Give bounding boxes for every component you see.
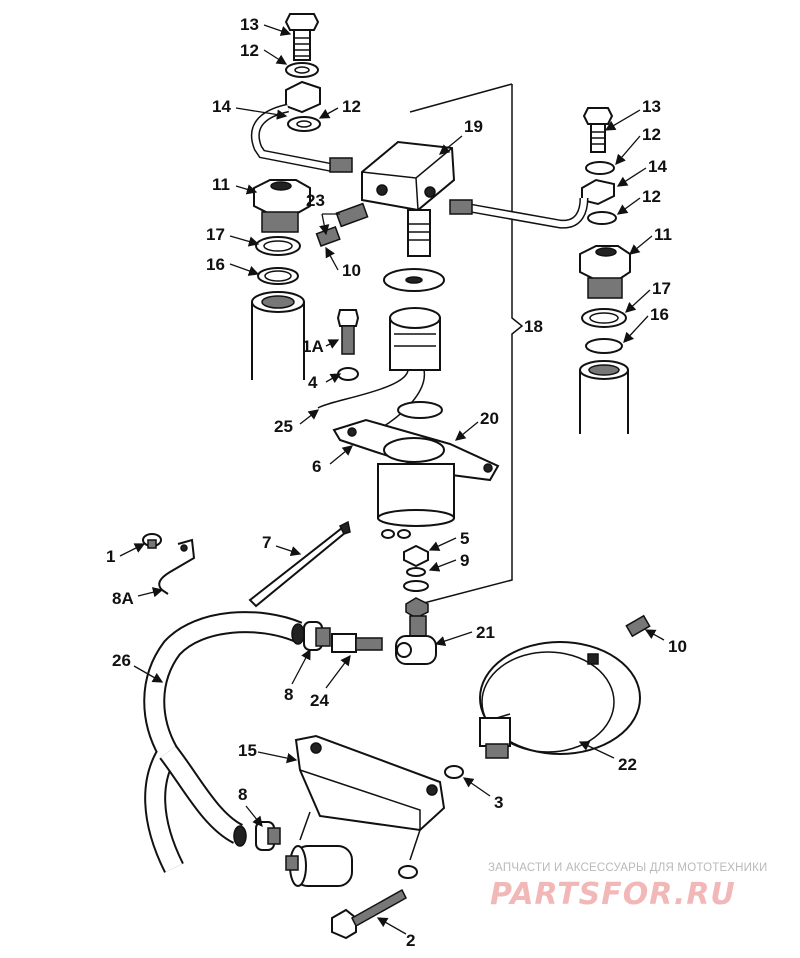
callout-1A: 1A — [302, 337, 324, 356]
pressure-switch — [317, 307, 441, 437]
washer-bottom — [398, 865, 418, 879]
callout-14: 14 — [212, 97, 231, 116]
washer-12-bottom-right — [587, 211, 617, 225]
bolt-13-right — [582, 107, 614, 153]
callout-12: 12 — [642, 125, 661, 144]
callout-16: 16 — [206, 255, 225, 274]
nipple-24 — [331, 633, 383, 653]
callout-12: 12 — [642, 187, 661, 206]
callout-1: 1 — [106, 547, 115, 566]
screw-1 — [142, 533, 162, 549]
master-cylinder — [285, 845, 353, 887]
callout-13: 13 — [642, 97, 661, 116]
callout-10: 10 — [668, 637, 687, 656]
callout-12: 12 — [240, 41, 259, 60]
callout-22: 22 — [618, 755, 637, 774]
leader-lines — [119, 24, 665, 935]
washer-3 — [444, 765, 464, 779]
fork-cap-11-left — [253, 179, 311, 233]
callout-17: 17 — [206, 225, 225, 244]
callout-16: 16 — [650, 305, 669, 324]
callout-23: 23 — [306, 191, 325, 210]
fork-tube-left — [251, 291, 305, 380]
banjo-line-14-left — [250, 80, 353, 173]
callout-4: 4 — [308, 373, 318, 392]
callout-11: 11 — [212, 175, 230, 194]
callout-25: 25 — [274, 417, 293, 436]
seal-16-right — [585, 338, 623, 354]
callout-20: 20 — [480, 409, 499, 428]
bracket-20 — [332, 418, 500, 527]
banjo-line-14-right — [449, 178, 615, 229]
callout-8A: 8A — [112, 589, 134, 608]
callout-21: 21 — [476, 623, 495, 642]
callout-17: 17 — [652, 279, 671, 298]
bolt-13-left — [284, 13, 320, 61]
callout-14: 14 — [648, 157, 667, 176]
watermark-tagline: ЗАПЧАСТИ И АКСЕССУАРЫ ДЛЯ МОТОТЕХНИКИ — [488, 862, 768, 874]
bracket-15 — [294, 734, 446, 861]
fitting-10-right — [625, 614, 651, 638]
washer-12-top-left — [285, 62, 319, 78]
callout-7: 7 — [262, 533, 271, 552]
callout-labels: 13 12 14 12 11 23 17 10 16 19 13 12 14 1… — [106, 15, 687, 950]
fitting-block-19 — [361, 140, 456, 257]
callout-8: 8 — [284, 685, 293, 704]
callout-19: 19 — [464, 117, 483, 136]
washer-switch — [397, 401, 443, 419]
callout-8: 8 — [238, 785, 247, 804]
elbow-21 — [395, 615, 437, 665]
fork-tube-right — [579, 360, 629, 434]
callout-5: 5 — [460, 529, 469, 548]
washer-12-top-right — [585, 161, 615, 175]
callout-6: 6 — [312, 457, 321, 476]
fork-cap-11-right — [579, 245, 631, 299]
callout-26: 26 — [112, 651, 131, 670]
callout-12: 12 — [342, 97, 361, 116]
clip-8A — [158, 538, 196, 595]
callout-18: 18 — [524, 317, 543, 336]
nuts-5-9 — [381, 529, 429, 619]
bracket-line-18 — [409, 83, 524, 605]
reservoir-22 — [479, 641, 641, 759]
callout-11: 11 — [654, 225, 672, 244]
callout-15: 15 — [238, 741, 257, 760]
callout-10: 10 — [342, 261, 361, 280]
lockwasher-4 — [337, 367, 359, 381]
callout-2: 2 — [406, 931, 415, 950]
callout-13: 13 — [240, 15, 259, 34]
washer-12-bottom-left — [287, 116, 321, 132]
callout-9: 9 — [460, 551, 469, 570]
hose-clamp-8-top — [303, 621, 331, 651]
callout-3: 3 — [494, 793, 503, 812]
watermark-logo: PARTSFOR.RU — [490, 877, 736, 912]
bolt-2 — [331, 888, 407, 940]
oring-17-left — [255, 236, 301, 256]
oring-17-right — [581, 308, 627, 328]
callout-24: 24 — [310, 691, 329, 710]
hose-clamp-8-bottom — [255, 821, 281, 851]
bolt-1A — [336, 309, 360, 355]
